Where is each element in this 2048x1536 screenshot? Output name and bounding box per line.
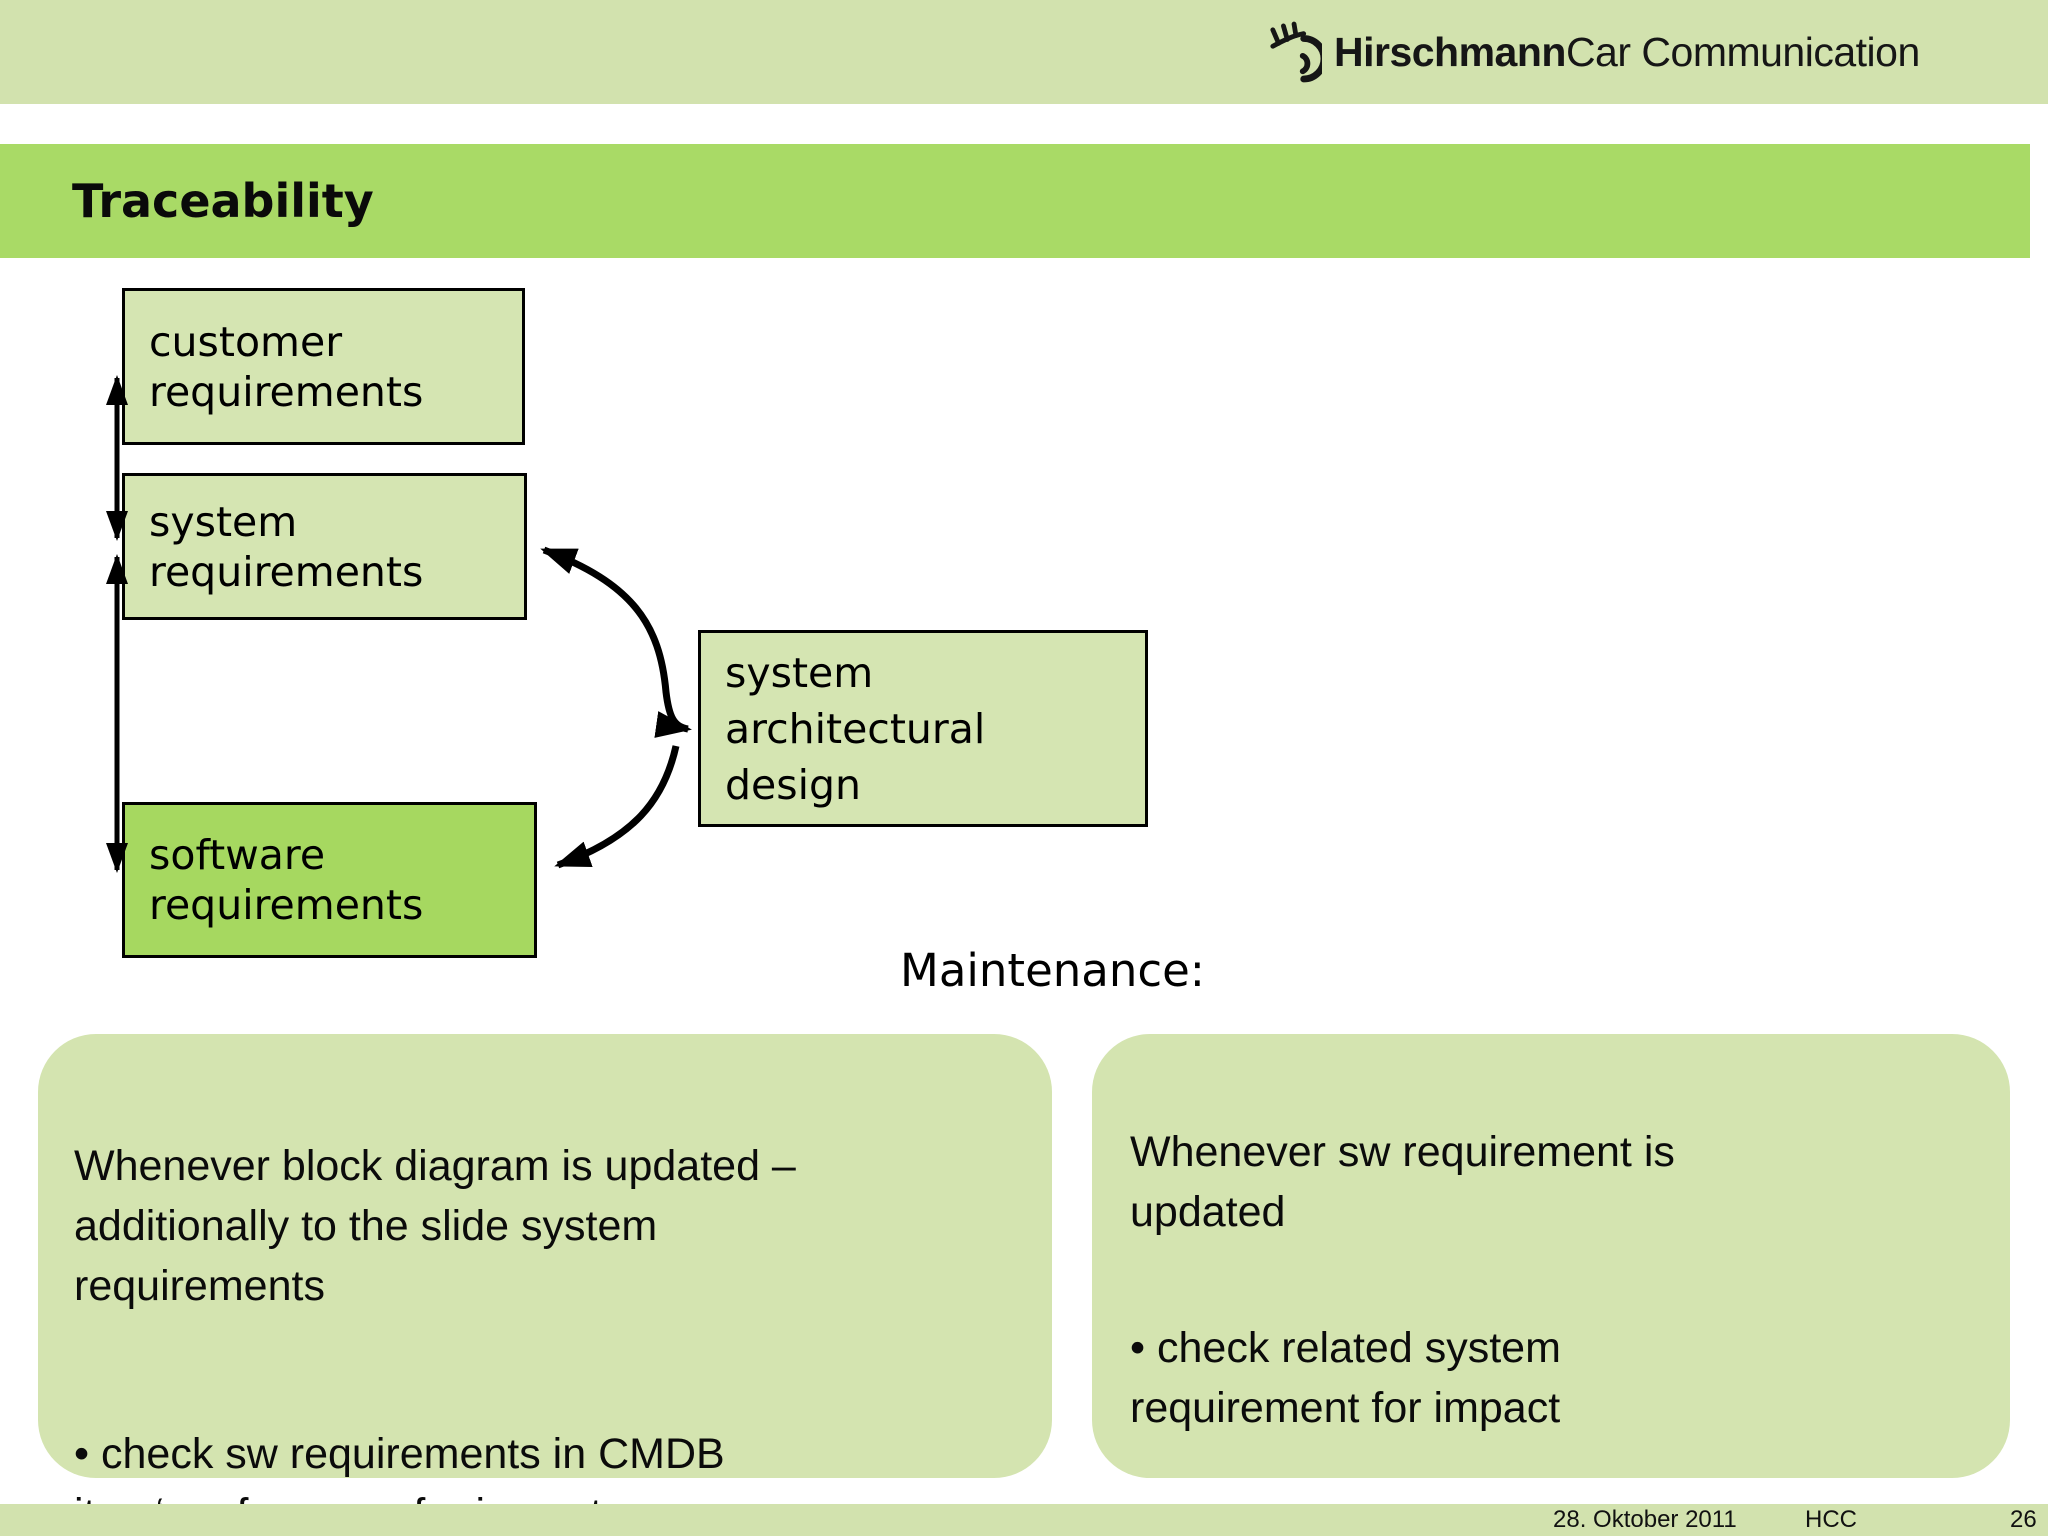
- box-customer-requirements: customer requirements: [122, 288, 525, 445]
- note-left-intro: Whenever block diagram is updated – addi…: [74, 1142, 796, 1310]
- slide-title: Traceability: [72, 174, 374, 228]
- note-right-bullet-1: • check related system requirement for i…: [1130, 1324, 1561, 1432]
- hirschmann-logo: Hirschmann Car Communication: [1268, 16, 1920, 88]
- note-block-diagram-updated: Whenever block diagram is updated – addi…: [38, 1034, 1052, 1536]
- logo-rest: Car Communication: [1565, 28, 1920, 75]
- title-bar: Traceability: [0, 144, 2030, 258]
- arrow-system-design: [540, 546, 692, 738]
- box-software-requirements: software requirements: [122, 802, 537, 958]
- maintenance-label: Maintenance:: [900, 944, 1205, 997]
- footer-bar: 28. Oktober 2011 HCC 26: [0, 1504, 2048, 1536]
- footer-org: HCC: [1805, 1506, 1857, 1533]
- note-sw-requirement-updated: Whenever sw requirement is updated • che…: [1092, 1034, 2010, 1536]
- footer-date: 28. Oktober 2011: [1553, 1506, 1737, 1533]
- arrow-design-software: [554, 745, 680, 869]
- box-system-architectural-design: system architectural design: [698, 630, 1148, 827]
- hirschmann-antler-icon: [1270, 21, 1322, 83]
- logo-brand: Hirschmann: [1334, 28, 1566, 75]
- footer-page-number: 26: [2010, 1506, 2037, 1533]
- header-band: Hirschmann Car Communication: [0, 0, 2048, 104]
- note-right-intro: Whenever sw requirement is updated: [1130, 1128, 1675, 1236]
- box-system-requirements: system requirements: [122, 473, 527, 620]
